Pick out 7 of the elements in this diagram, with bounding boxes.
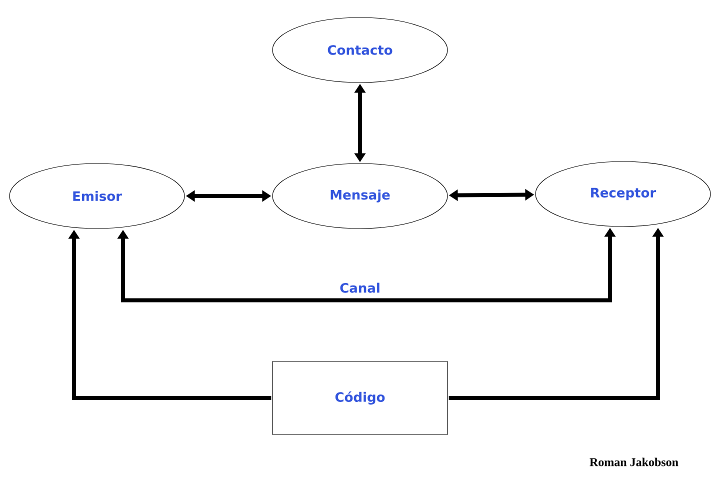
ellipse-node: Emisor <box>9 163 185 229</box>
ellipse-node: Contacto <box>272 17 448 83</box>
process-box: Código <box>272 361 448 435</box>
edge-label: Canal <box>338 282 382 294</box>
author-label: Roman Jakobson <box>590 458 678 466</box>
ellipse-node: Receptor <box>535 161 711 227</box>
ellipse-node: Mensaje <box>272 163 448 229</box>
